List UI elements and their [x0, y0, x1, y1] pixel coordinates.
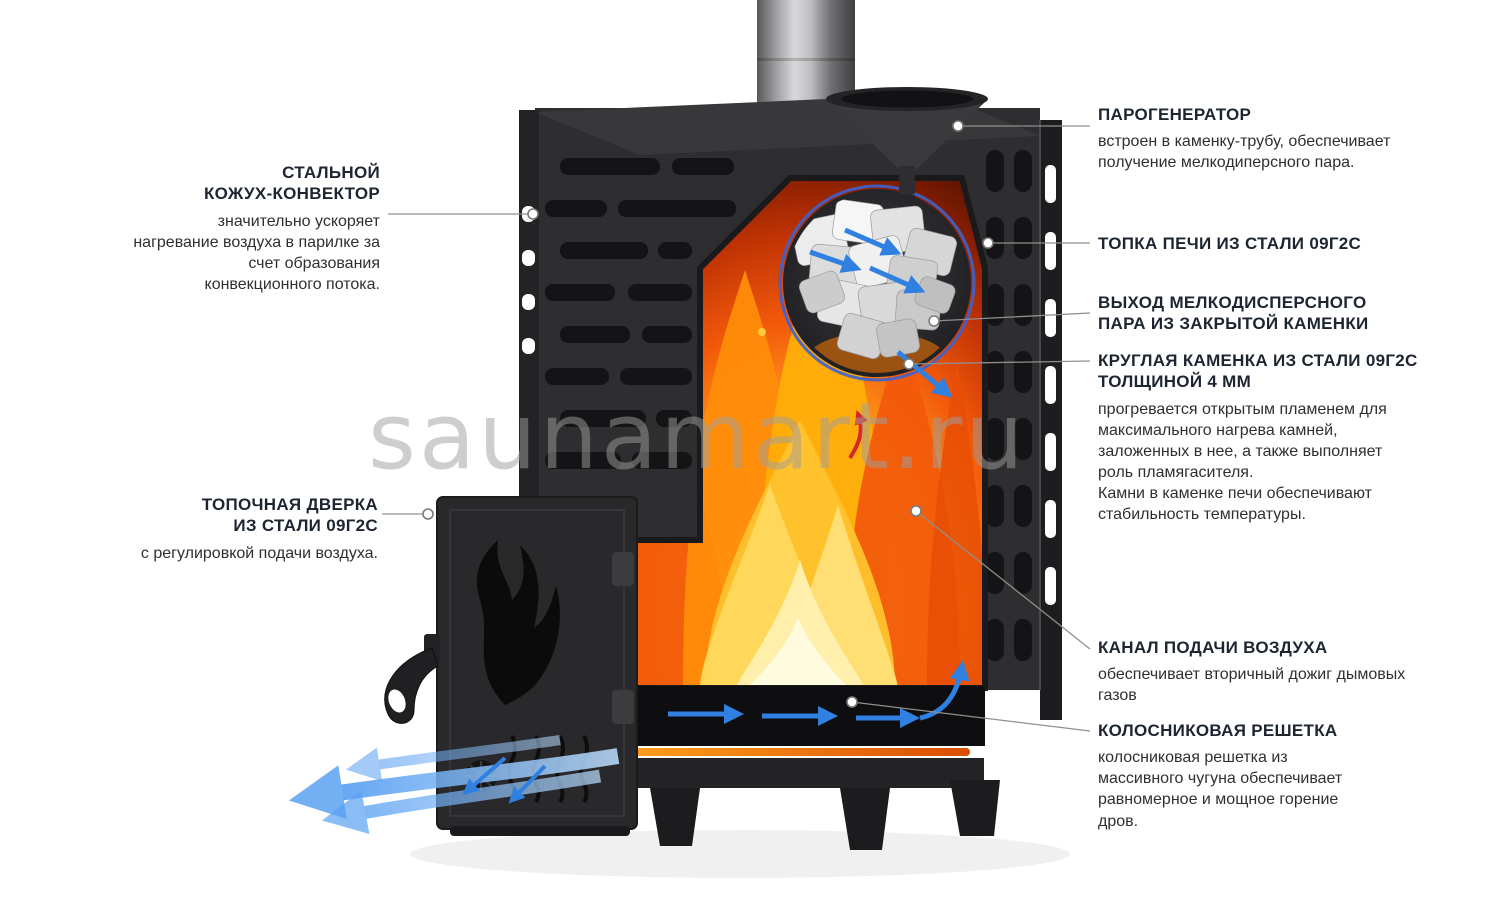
label-firebox-steel: ТОПКА ПЕЧИ ИЗ СТАЛИ 09Г2С [1098, 233, 1498, 260]
steam-arrows [809, 227, 926, 294]
convector-slots-right [986, 150, 1032, 661]
grate-air-arrows [668, 660, 970, 728]
label-desc: прогревается открытым пламенем для макси… [1098, 400, 1387, 524]
label-air-supply-channel: КАНАЛ ПОДАЧИ ВОЗДУХА обеспечивает вторич… [1098, 637, 1498, 706]
hinge [612, 690, 634, 724]
leg [650, 788, 700, 846]
label-firebox-door: ТОПОЧНАЯ ДВЕРКА ИЗ СТАЛИ 09Г2С с регулир… [38, 494, 378, 564]
callout-dot [527, 208, 539, 220]
steam-funnel [826, 87, 988, 194]
label-title: КРУГЛАЯ КАМЕНКА ИЗ СТАЛИ 09Г2С ТОЛЩИНОЙ … [1098, 351, 1418, 392]
label-round-stone-chamber: КРУГЛАЯ КАМЕНКА ИЗ СТАЛИ 09Г2С ТОЛЩИНОЙ … [1098, 350, 1498, 525]
callout-dot [910, 505, 922, 517]
stone-chamber [778, 184, 976, 460]
leg [950, 780, 1000, 836]
callout-dot [903, 358, 915, 370]
grate-and-base [618, 660, 1000, 850]
label-title: КОЛОСНИКОВАЯ РЕШЕТКА [1098, 721, 1338, 740]
label-desc: значительно ускоряет нагревание воздуха … [133, 212, 380, 293]
label-desc: колосниковая решетка из массивного чугун… [1098, 749, 1343, 830]
flames [618, 203, 985, 688]
door-handle [384, 634, 440, 724]
hinge [612, 552, 634, 586]
label-title: ВЫХОД МЕЛКОДИСПЕРСНОГО ПАРА ИЗ ЗАКРЫТОЙ … [1098, 293, 1369, 334]
callout-dots [422, 120, 994, 708]
label-title: ТОПОЧНАЯ ДВЕРКА ИЗ СТАЛИ 09Г2С [201, 495, 378, 536]
label-title: ТОПКА ПЕЧИ ИЗ СТАЛИ 09Г2С [1098, 234, 1362, 253]
label-desc: обеспечивает вторичный дожиг дымовых газ… [1098, 666, 1406, 705]
draft-red-arrow [848, 410, 868, 460]
label-desc: с регулировкой подачи воздуха. [140, 544, 378, 562]
label-title: ПАРОГЕНЕРАТОР [1098, 105, 1252, 124]
ground-shadow [410, 830, 1070, 878]
callout-dot [952, 120, 964, 132]
label-title: СТАЛЬНОЙ КОЖУХ-КОНВЕКТОР [203, 163, 380, 204]
label-desc: встроен в каменку-трубу, обеспечивает по… [1098, 133, 1391, 172]
convector-slots-left [545, 158, 736, 469]
callout-dot [982, 237, 994, 249]
air-intake-streams [288, 735, 620, 834]
callout-dot [928, 315, 940, 327]
door-flame-cutout [476, 540, 560, 705]
rear-flange-through-slots [1045, 165, 1056, 605]
watermark: saunamart.ru [368, 383, 1027, 490]
label-title: КАНАЛ ПОДАЧИ ВОЗДУХА [1098, 638, 1328, 657]
label-steel-convector: СТАЛЬНОЙ КОЖУХ-КОНВЕКТОР значительно уск… [40, 162, 380, 295]
leg [840, 788, 890, 850]
callout-dot [846, 696, 858, 708]
label-steam-generator: ПАРОГЕНЕРАТОР встроен в каменку-трубу, о… [1098, 104, 1498, 173]
callout-dot [422, 508, 434, 520]
label-steam-outlet: ВЫХОД МЕЛКОДИСПЕРСНОГО ПАРА ИЗ ЗАКРЫТОЙ … [1098, 292, 1498, 341]
label-grate: КОЛОСНИКОВАЯ РЕШЕТКА колосниковая решетк… [1098, 720, 1498, 832]
